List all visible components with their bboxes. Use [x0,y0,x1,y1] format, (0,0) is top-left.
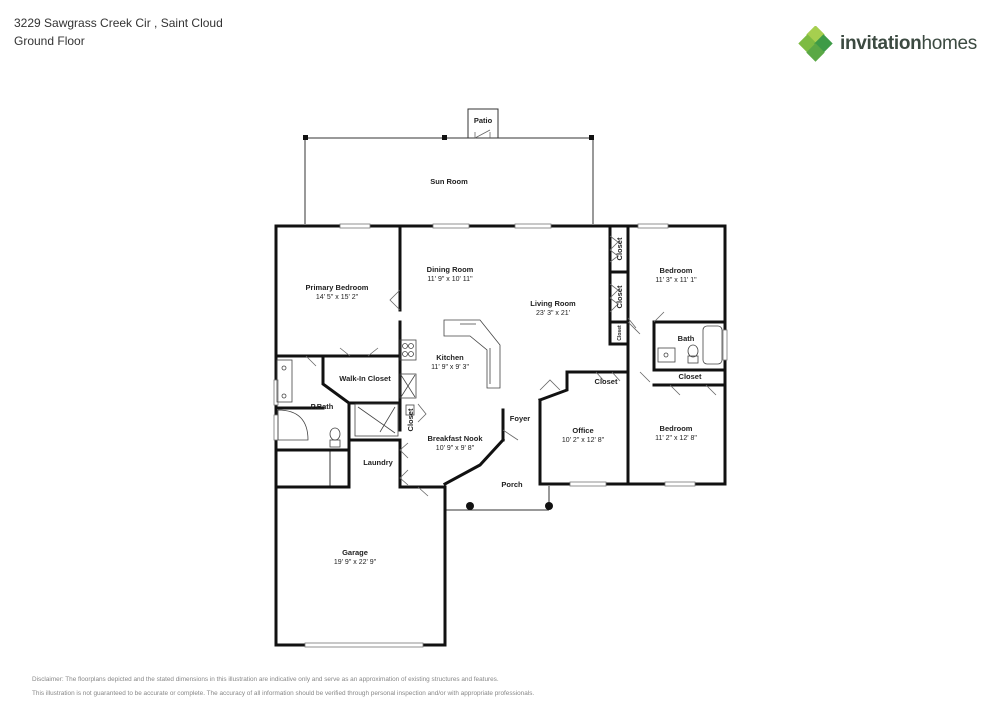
diamond-cluster-logo-icon [798,26,833,62]
room-name-kitchen: Kitchen [436,353,464,362]
room-name-bedroom-2: Bedroom [660,424,693,433]
room-name-primary-bedroom: Primary Bedroom [306,283,369,292]
door-swings [305,235,717,497]
brand-wordmark: invitationhomes [840,33,977,55]
room-name-breakfast-nook: Breakfast Nook [427,434,483,443]
room-name-closet-1: Closet [615,237,624,260]
room-dims-garage: 19' 9" x 22' 9" [334,559,377,566]
room-name-bedroom-1: Bedroom [660,266,693,275]
brand-word-2: homes [921,33,977,54]
room-name-bedroom-2-closet: Closet [679,372,702,381]
brand-logo: invitationhomes [798,26,977,62]
room-name-living-room: Living Room [530,299,576,308]
brand-word-1: invitation [840,33,922,54]
disclaimer-line-2: This illustration is not guaranteed to b… [32,690,535,697]
room-dims-bedroom-2: 11' 2" x 12' 8" [655,435,697,442]
patio-door [474,129,491,139]
sun-room-posts [303,135,594,140]
disclaimer: Disclaimer: The floorplans depicted and … [32,673,534,701]
floor-label: Ground Floor [14,34,85,48]
room-name-walk-in-closet: Walk-In Closet [339,374,391,383]
fixtures [276,319,723,448]
room-name-foyer: Foyer [510,414,531,423]
room-dims-bedroom-1: 11' 3" x 11' 1" [655,277,697,284]
room-labels: Patio Sun Room Primary Bedroom 14' 5" x … [306,116,702,566]
room-dims-living-room: 23' 3" x 21' [536,310,570,317]
windows [273,223,728,648]
room-name-patio: Patio [474,116,493,125]
room-dims-kitchen: 11' 9" x 9' 3" [431,364,469,371]
room-name-office: Office [572,426,593,435]
room-name-p-bath: P.Bath [311,402,334,411]
room-name-dining-room: Dining Room [427,265,474,274]
room-name-bath: Bath [678,334,695,343]
room-name-sun-room: Sun Room [430,177,468,186]
room-name-office-closet: Closet [595,377,618,386]
room-name-closet-3: Closet [617,325,623,341]
disclaimer-line-1: Disclaimer: The floorplans depicted and … [32,676,499,683]
header: 3229 Sawgrass Creek Cir , Saint Cloud Gr… [14,14,223,50]
room-name-closet-nook: Closet [406,408,415,431]
room-dims-breakfast-nook: 10' 9" x 9' 8" [436,445,475,452]
room-name-laundry: Laundry [363,458,393,467]
room-name-porch: Porch [501,480,523,489]
porch-posts [466,502,553,510]
room-dims-dining-room: 11' 9" x 10' 11" [427,276,473,283]
property-address: 3229 Sawgrass Creek Cir , Saint Cloud [14,16,223,30]
room-name-garage: Garage [342,548,368,557]
room-dims-office: 10' 2" x 12' 8" [562,437,605,444]
room-dims-primary-bedroom: 14' 5" x 15' 2" [316,294,359,301]
room-name-closet-2: Closet [615,285,624,308]
